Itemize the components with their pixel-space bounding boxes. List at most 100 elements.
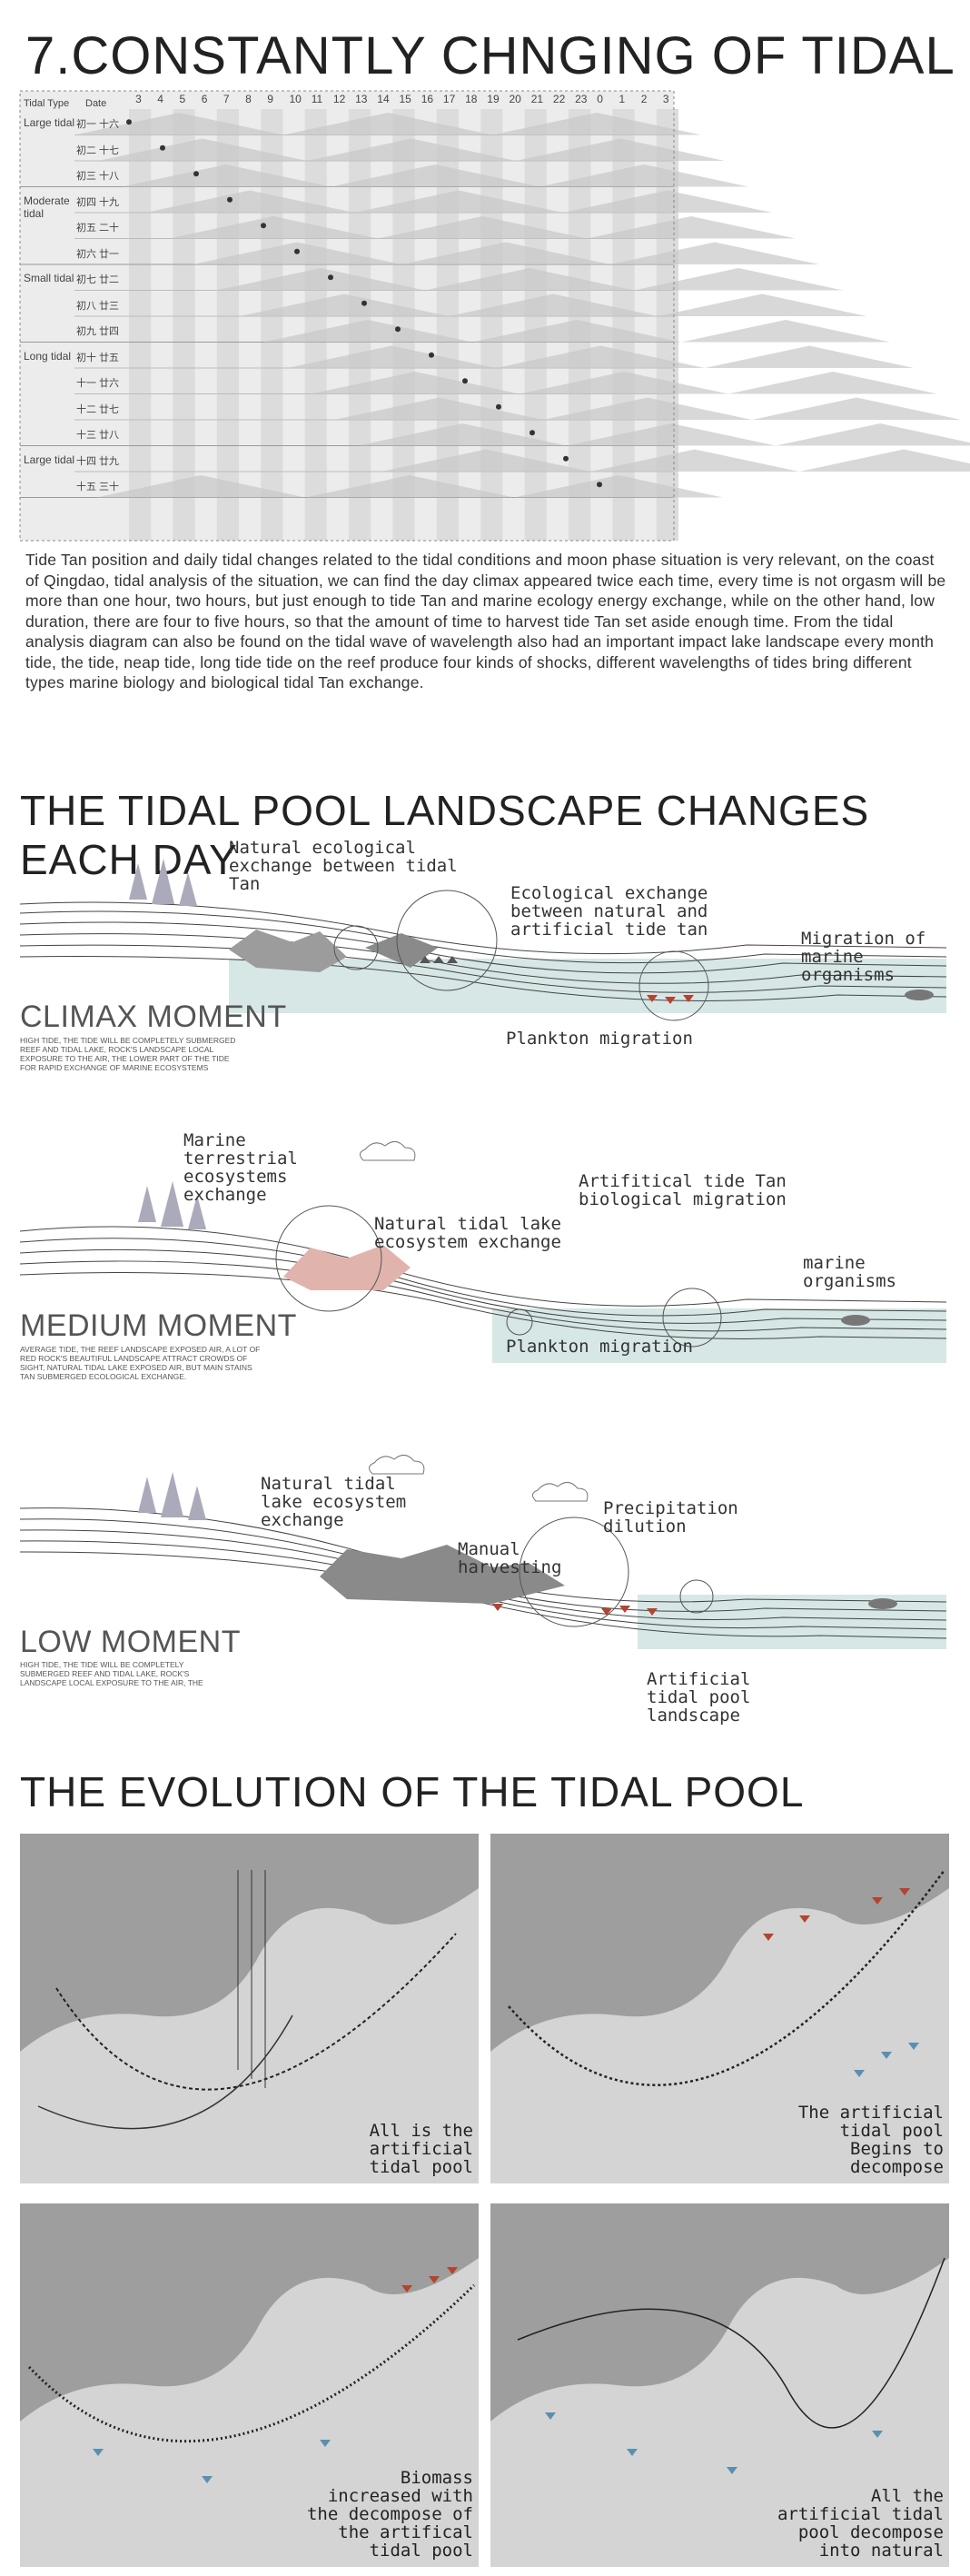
tide-peak-dot: [126, 119, 132, 125]
hour-label: 3: [662, 93, 669, 105]
hour-label: 13: [355, 93, 368, 105]
tidal-type-label: Large tidal: [24, 116, 75, 129]
tide-peak-dot: [496, 403, 501, 410]
label-plankton-medium: Plankton migration: [506, 1337, 693, 1357]
tide-wave: [334, 397, 543, 420]
tide-wave: [587, 216, 796, 239]
col-tidal-type: Tidal Type: [24, 98, 70, 109]
tide-peak-dot: [227, 196, 233, 203]
hour-label: 8: [245, 93, 252, 105]
low-description: High tide, the tide will be completely s…: [20, 1660, 203, 1687]
hour-label: 17: [442, 93, 456, 105]
tide-wave: [472, 320, 681, 343]
evolution-label-3: Biomass increased with the decompose of …: [306, 2468, 473, 2561]
tide-chart-svg: [19, 90, 970, 542]
tide-wave: [634, 268, 843, 291]
tide-wave: [425, 268, 634, 291]
tide-peak-dot: [193, 171, 199, 177]
tide-wave: [610, 242, 819, 264]
tide-wave: [705, 345, 914, 368]
hour-label: 23: [575, 93, 588, 105]
tide-wave: [776, 423, 970, 446]
medium-description: Average tide, the reef landscape exposed…: [20, 1345, 261, 1381]
date-label: 初十 廿五: [76, 352, 120, 363]
tide-peak-dot: [563, 455, 569, 462]
tide-wave: [492, 113, 701, 135]
tide-peak-dot: [530, 430, 535, 436]
tide-wave: [516, 138, 725, 161]
date-label: 初七 廿二: [76, 274, 120, 285]
hour-band: [304, 109, 327, 541]
date-label: 十四 廿九: [76, 455, 120, 467]
date-label: 初六 廿一: [76, 248, 120, 260]
tide-wave: [311, 372, 520, 394]
tide-wave: [539, 164, 748, 187]
climax-description: High tide, the tide will be completely s…: [20, 1036, 236, 1072]
medium-drawing: [20, 1141, 946, 1363]
tidal-type-label: Long tidal: [24, 349, 72, 363]
hour-label: 11: [311, 93, 323, 105]
label-migration: Migration of marine organisms: [801, 929, 926, 985]
hour-label: 16: [421, 93, 434, 105]
tide-peak-dot: [261, 223, 266, 229]
tide-wave: [496, 345, 705, 368]
tide-peak-dot: [294, 248, 300, 254]
tide-wave: [96, 475, 305, 498]
low-drawing: [20, 1455, 946, 1649]
label-manual: Manual harvesting: [458, 1539, 562, 1577]
tide-wave: [543, 397, 752, 420]
climax-drawing: [20, 859, 946, 1021]
hour-label: 14: [377, 93, 390, 105]
tide-wave: [590, 449, 799, 472]
tide-wave: [169, 216, 378, 239]
tide-peak-dot: [462, 378, 468, 384]
tidal-type-label: Small tidal: [24, 272, 74, 284]
tide-wave: [305, 475, 514, 498]
medium-moment-title: MEDIUM MOMENT: [20, 1308, 297, 1343]
tide-wave: [354, 190, 563, 213]
intro-paragraph: Tide Tan position and daily tidal change…: [25, 551, 946, 691]
tide-wave: [98, 138, 307, 161]
tide-wave: [514, 475, 723, 498]
hour-label: 3: [135, 93, 142, 105]
hour-label: 15: [399, 93, 411, 105]
tide-wave: [263, 320, 472, 343]
hour-label: 12: [332, 93, 346, 105]
evolution-title: THE EVOLUTION OF THE TIDAL POOL: [20, 1768, 805, 1815]
hour-band: [129, 109, 152, 541]
tide-wave: [728, 372, 937, 394]
hour-label: 18: [465, 93, 478, 105]
date-label: 初四 十九: [76, 196, 120, 208]
hour-label: 1: [619, 93, 626, 105]
tide-wave: [145, 190, 354, 213]
evolution-label-4: All the artificial tidal pool decompose …: [777, 2486, 944, 2561]
tidal-type-label: Large tidal: [24, 453, 75, 466]
tide-wave: [520, 372, 728, 394]
hour-band: [524, 109, 547, 541]
evolution-label-1: All is the artificial tidal pool: [369, 2121, 473, 2177]
label-lake-low: Natural tidal lake ecosystem exchange: [261, 1474, 407, 1530]
tide-wave: [681, 320, 890, 343]
label-natural-exchange: Natural ecological exchange between tida…: [229, 838, 458, 894]
tide-peak-dot: [361, 300, 367, 306]
hour-band: [480, 109, 503, 541]
tide-wave: [240, 293, 449, 316]
tide-peak-dot: [395, 326, 401, 333]
chart-border: [19, 90, 675, 542]
date-label: 十三 廿八: [76, 430, 120, 441]
low-diagram: Natural tidal lake ecosystem exchange Pr…: [20, 1413, 946, 1731]
hour-label: 19: [487, 93, 500, 105]
tide-wave: [216, 268, 425, 291]
evolution-panel-4: All the artificial tidal pool decompose …: [490, 2203, 949, 2567]
hour-label: 4: [157, 93, 163, 105]
label-artificial-medium: Artifitical tide Tan biological migratio…: [579, 1171, 787, 1209]
date-label: 初一 十六: [76, 119, 120, 130]
tide-wave: [799, 449, 970, 472]
hour-label: 0: [597, 93, 603, 105]
label-lake-medium: Natural tidal lake ecosystem exchange: [374, 1214, 561, 1252]
date-label: 十五 三十: [76, 482, 120, 492]
tide-wave: [378, 216, 587, 239]
hour-label: 20: [509, 93, 521, 105]
tide-wave: [122, 164, 331, 187]
